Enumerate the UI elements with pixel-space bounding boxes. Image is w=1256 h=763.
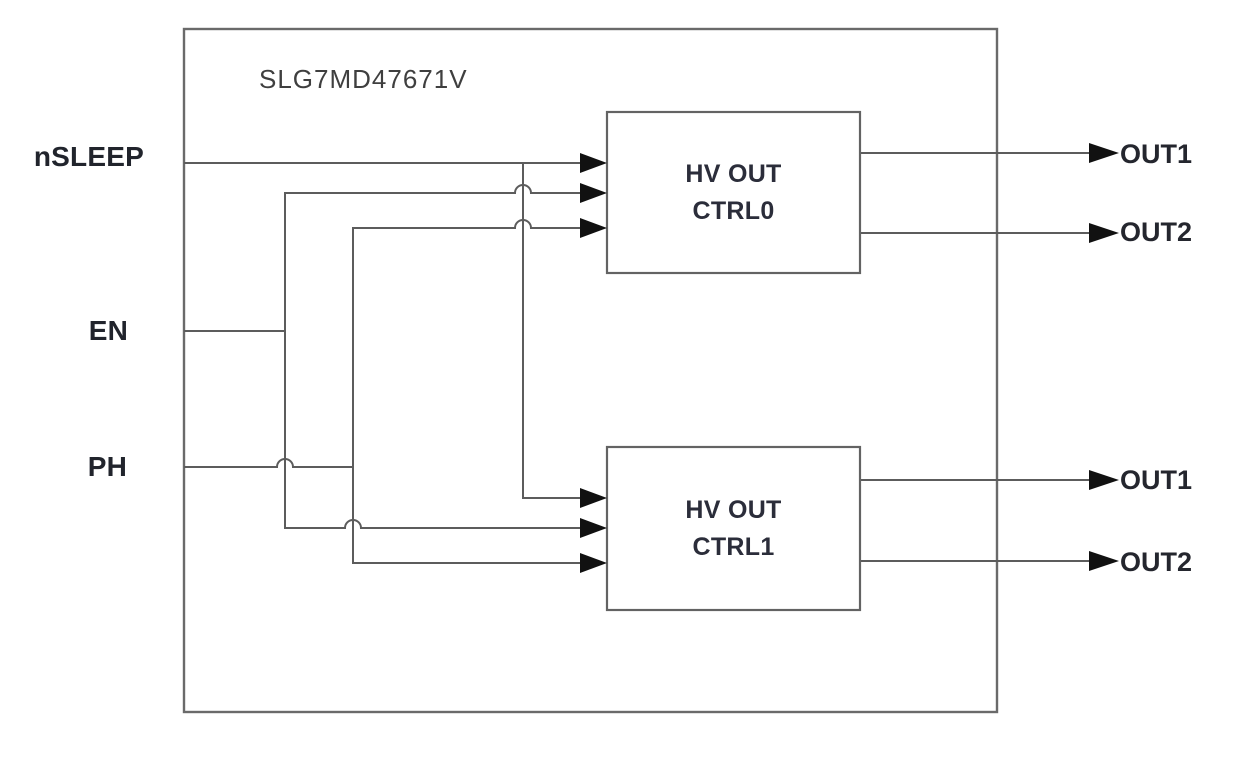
output-label-out2-top: OUT2	[1120, 217, 1193, 247]
wire-en-to-ctrl0	[284, 184, 581, 331]
arrowhead-ctrl1-in2-icon	[580, 518, 607, 538]
arrowhead-out1-bottom-icon	[1089, 470, 1119, 490]
block-ctrl0-label-line1: HV OUT	[685, 159, 782, 188]
block-ctrl0-box	[605, 110, 862, 275]
arrowhead-out1-top-icon	[1089, 143, 1119, 163]
arrowhead-out2-bottom-icon	[1089, 551, 1119, 571]
input-label-en: EN	[88, 315, 128, 346]
arrowhead-ctrl0-in1-icon	[580, 153, 607, 173]
output-label-out2-bottom: OUT2	[1120, 547, 1193, 577]
output-label-out1-top: OUT1	[1120, 139, 1193, 169]
arrowhead-ctrl1-in1-icon	[580, 488, 607, 508]
arrowhead-ctrl1-in3-icon	[580, 553, 607, 573]
input-label-ph: PH	[87, 451, 127, 482]
input-label-nsleep: nSLEEP	[33, 141, 144, 172]
chip-boundary-box	[182, 27, 999, 714]
arrowheads-group	[580, 143, 1119, 573]
output-label-out1-bottom: OUT1	[1120, 465, 1193, 495]
wire-nsleep-branch	[522, 163, 581, 499]
block-ctrl0-label-line2: CTRL0	[692, 196, 775, 225]
block-ctrl0-label: HV OUT CTRL0	[607, 112, 860, 273]
arrowhead-ctrl0-in2-icon	[580, 183, 607, 203]
blocks-group	[605, 110, 862, 612]
arrowhead-out2-top-icon	[1089, 223, 1119, 243]
block-ctrl1-label: HV OUT CTRL1	[607, 447, 860, 610]
block-ctrl1-label-line2: CTRL1	[692, 532, 775, 561]
wire-ph-to-ctrl1	[352, 467, 581, 564]
wire-ph-stub	[184, 458, 353, 468]
arrowhead-ctrl0-in3-icon	[580, 218, 607, 238]
block-ctrl1-label-line1: HV OUT	[685, 495, 782, 524]
wires-group	[184, 152, 1090, 564]
chip-boundary-group	[182, 27, 999, 714]
block-ctrl1-box	[605, 445, 862, 612]
wire-ph-to-ctrl0	[352, 219, 581, 467]
wire-en-to-ctrl1	[284, 331, 581, 529]
chip-title: SLG7MD47671V	[259, 64, 468, 94]
